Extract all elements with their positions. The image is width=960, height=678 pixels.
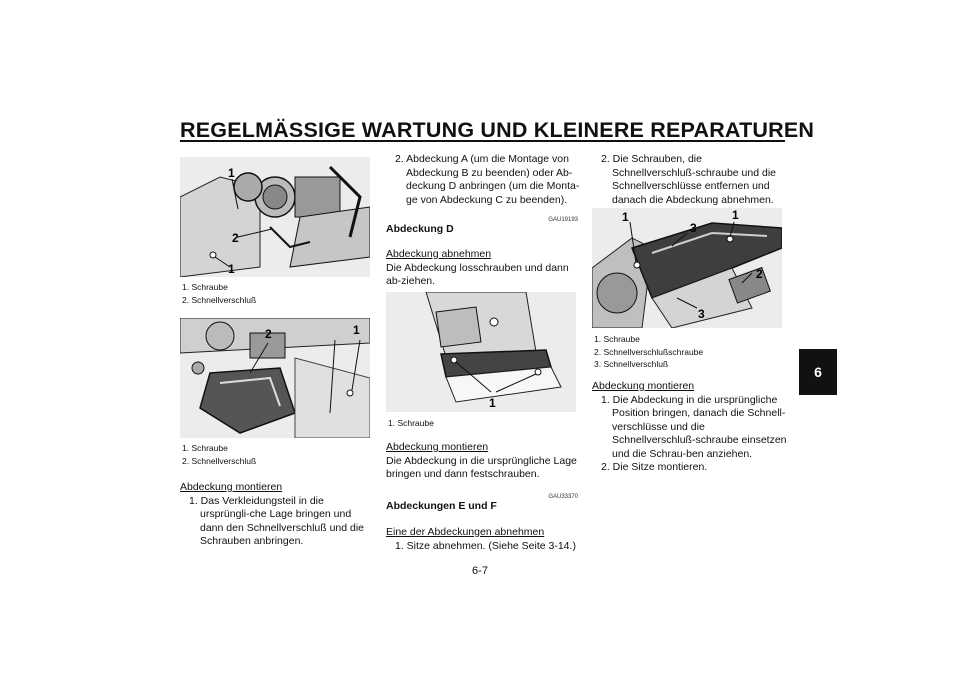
col2-remove: Abdeckung abnehmen Die Abdeckung losschr… bbox=[386, 248, 581, 289]
figure-cover-ef: 1 3 1 2 3 bbox=[592, 208, 782, 328]
figure-cover-top: 1 2 1 bbox=[180, 157, 370, 277]
callout-2: 2 bbox=[756, 267, 763, 281]
col1-text: Abdeckung montieren 1. Das Verkleidungst… bbox=[180, 481, 375, 549]
callout-3: 3 bbox=[690, 221, 697, 235]
paragraph: Die Abdeckung in die ursprüngliche Lage … bbox=[386, 454, 577, 481]
ref-code: GAU19193 bbox=[548, 217, 578, 223]
callout-1: 1 bbox=[228, 166, 235, 180]
col2-remove-ef: Eine der Abdeckungen abnehmen 1. Sitze a… bbox=[386, 526, 581, 553]
col2-install: Abdeckung montieren Die Abdeckung in die… bbox=[386, 441, 581, 482]
subheading-remove: Eine der Abdeckungen abnehmen bbox=[386, 526, 545, 538]
caption-line: 1. Schraube bbox=[388, 418, 434, 428]
step-1: 1. Das Verkleidungsteil in die ursprüngl… bbox=[189, 494, 365, 548]
chapter-tab[interactable]: 6 bbox=[799, 349, 837, 395]
caption-line: 3. Schnellverschluß bbox=[594, 359, 669, 369]
col3-step2: 2. Die Schrauben, die Schnellverschluß-s… bbox=[592, 153, 787, 207]
ref-code: GAU33370 bbox=[548, 494, 578, 500]
col2-step2: 2. Abdeckung A (um die Montage von Abdec… bbox=[386, 153, 581, 207]
caption-line: 1. Schraube bbox=[594, 334, 640, 344]
subheading-install: Abdeckung montieren bbox=[386, 441, 489, 453]
step-1: 1. Sitze abnehmen. (Siehe Seite 3-14.) bbox=[395, 539, 576, 552]
fig1-captions: 1. Schraube 2. Schnellverschluß bbox=[182, 281, 256, 306]
caption-line: 2. Schnellverschlußschraube bbox=[594, 346, 704, 357]
col3-install: Abdeckung montieren 1. Die Abdeckung in … bbox=[592, 380, 787, 475]
page-number: 6-7 bbox=[472, 565, 488, 577]
title-rule bbox=[180, 140, 785, 142]
callout-1: 1 bbox=[622, 210, 629, 224]
step-2: 2. Abdeckung A (um die Montage von Abdec… bbox=[395, 153, 580, 206]
caption-line: 1. Schraube bbox=[182, 443, 228, 453]
fig3-captions: 1. Schraube bbox=[388, 417, 434, 430]
callout-2: 2 bbox=[265, 327, 272, 341]
caption-line: 2. Schnellverschluß bbox=[182, 455, 257, 466]
callout-1b: 1 bbox=[228, 262, 235, 276]
subheading-remove: Abdeckung abnehmen bbox=[386, 248, 492, 260]
fig4-captions: 1. Schraube 2. Schnellverschlußschraube … bbox=[594, 333, 703, 371]
page-title: REGELMÄSSIGE WARTUNG UND KLEINERE REPARA… bbox=[180, 118, 815, 142]
callout-2: 2 bbox=[232, 231, 239, 245]
step-2: 2. Die Schrauben, die Schnellverschluß-s… bbox=[601, 153, 777, 206]
subheading-install: Abdeckung montieren bbox=[592, 380, 695, 392]
paragraph: Die Abdeckung losschrauben und dann ab-z… bbox=[386, 261, 569, 288]
callout-1: 1 bbox=[489, 396, 496, 410]
callout-1: 1 bbox=[353, 323, 360, 337]
step-2: 2. Die Sitze montieren. bbox=[601, 461, 708, 473]
subheading-install: Abdeckung montieren bbox=[180, 481, 283, 493]
heading-cover-d: Abdeckung D bbox=[386, 223, 454, 235]
step-1: 1. Die Abdeckung in die ursprüngliche Po… bbox=[601, 393, 787, 460]
callout-1b: 1 bbox=[732, 208, 739, 222]
heading-cover-ef: Abdeckungen E und F bbox=[386, 500, 497, 512]
figure-cover-installed: 2 1 bbox=[180, 318, 370, 438]
fig2-captions: 1. Schraube 2. Schnellverschluß bbox=[182, 442, 256, 467]
caption-line: 2. Schnellverschluß bbox=[182, 294, 257, 305]
figure-cover-d: 1 bbox=[386, 292, 576, 412]
caption-line: 1. Schraube bbox=[182, 282, 228, 292]
callout-3b: 3 bbox=[698, 307, 705, 321]
